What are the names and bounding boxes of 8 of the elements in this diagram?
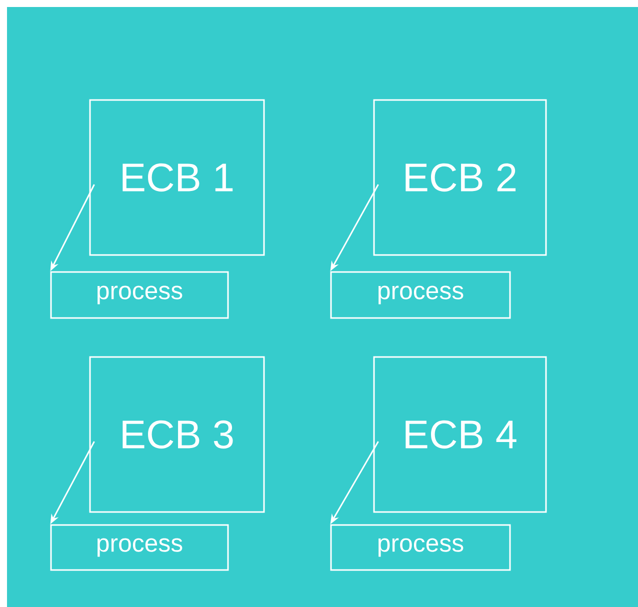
process-box: process — [50, 524, 229, 571]
process-box: process — [330, 271, 511, 319]
process-box: process — [50, 271, 229, 319]
box: ECB 4 — [373, 356, 547, 513]
box: ECB 1 — [89, 99, 265, 256]
box: ECB 2 — [373, 99, 547, 256]
process-box: process — [330, 524, 511, 571]
box: ECB 3 — [89, 356, 265, 513]
